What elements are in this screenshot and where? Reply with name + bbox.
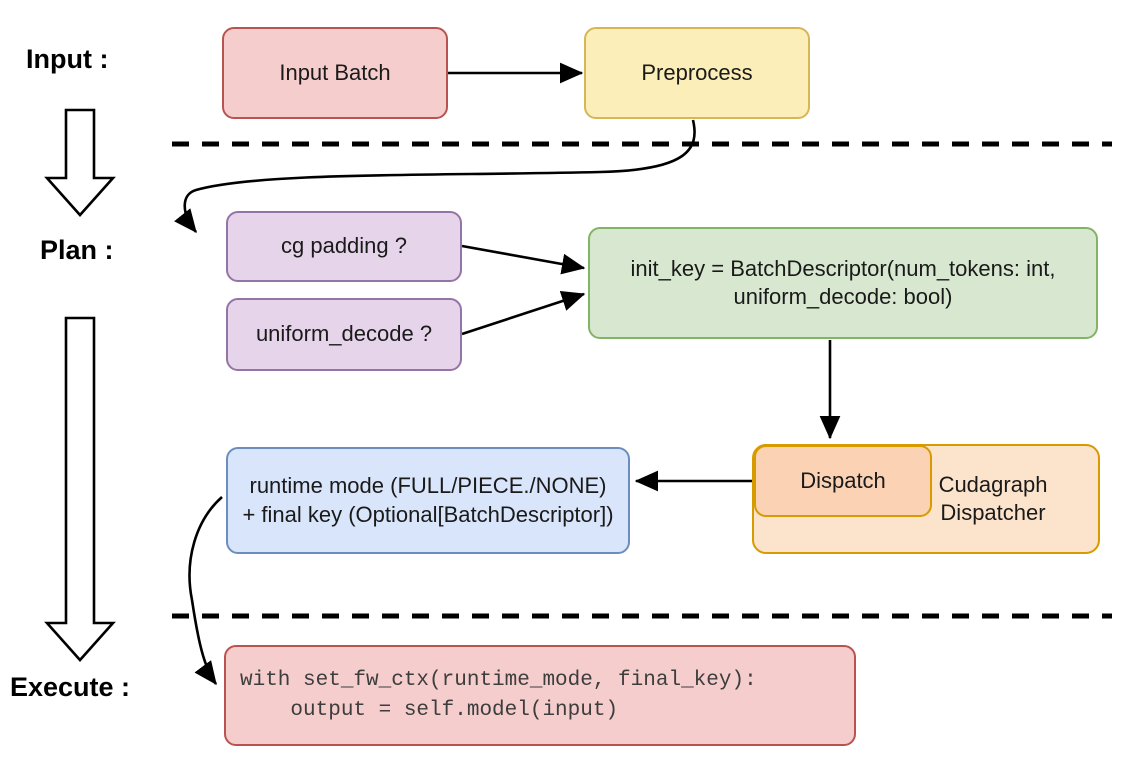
node-input-batch-label: Input Batch xyxy=(279,59,391,85)
node-cg-padding-label: cg padding ? xyxy=(281,233,407,259)
node-init-key-line1: init_key = BatchDescriptor(num_tokens: i… xyxy=(630,255,1056,281)
node-dispatch-label: Dispatch xyxy=(800,467,886,493)
edge-runtime-mode-to-code-block xyxy=(188,496,223,686)
stage-arrow-1 xyxy=(44,108,116,217)
stage-label-plan: Plan : xyxy=(40,235,114,265)
node-preprocess[interactable]: Preprocess xyxy=(584,27,810,119)
code-block-line1: with set_fw_ctx(runtime_mode, final_key)… xyxy=(240,668,757,692)
node-uniform-decode-label: uniform_decode ? xyxy=(255,321,433,347)
node-init-key-line2: uniform_decode: bool) xyxy=(733,284,953,309)
edge-cg-padding-to-init-key xyxy=(461,244,586,275)
stage-label-execute: Execute : xyxy=(10,672,131,702)
node-cg-padding[interactable]: cg padding ? xyxy=(226,211,462,282)
stage-arrow-2 xyxy=(44,316,116,662)
node-preprocess-label: Preprocess xyxy=(641,59,753,85)
node-cudagraph-dispatcher-line1: Cudagraph xyxy=(938,471,1048,497)
node-code-block[interactable]: with set_fw_ctx(runtime_mode, final_key)… xyxy=(224,645,856,746)
stage-label-input: Input : xyxy=(26,44,109,74)
node-input-batch[interactable]: Input Batch xyxy=(222,27,448,119)
node-runtime-mode-line2: + final key (Optional[BatchDescriptor]) xyxy=(242,501,614,527)
code-block-line2: output = self.model(input) xyxy=(240,698,619,722)
node-dispatch[interactable]: Dispatch xyxy=(754,445,932,517)
node-uniform-decode[interactable]: uniform_decode ? xyxy=(226,298,462,371)
edge-uniform-decode-to-init-key xyxy=(461,291,586,336)
node-runtime-mode-line1: runtime mode (FULL/PIECE./NONE) xyxy=(249,473,607,499)
node-runtime-mode[interactable]: runtime mode (FULL/PIECE./NONE) + final … xyxy=(226,447,630,554)
node-cudagraph-dispatcher-line2: Dispatcher xyxy=(940,500,1046,525)
node-init-key[interactable]: init_key = BatchDescriptor(num_tokens: i… xyxy=(588,227,1098,339)
